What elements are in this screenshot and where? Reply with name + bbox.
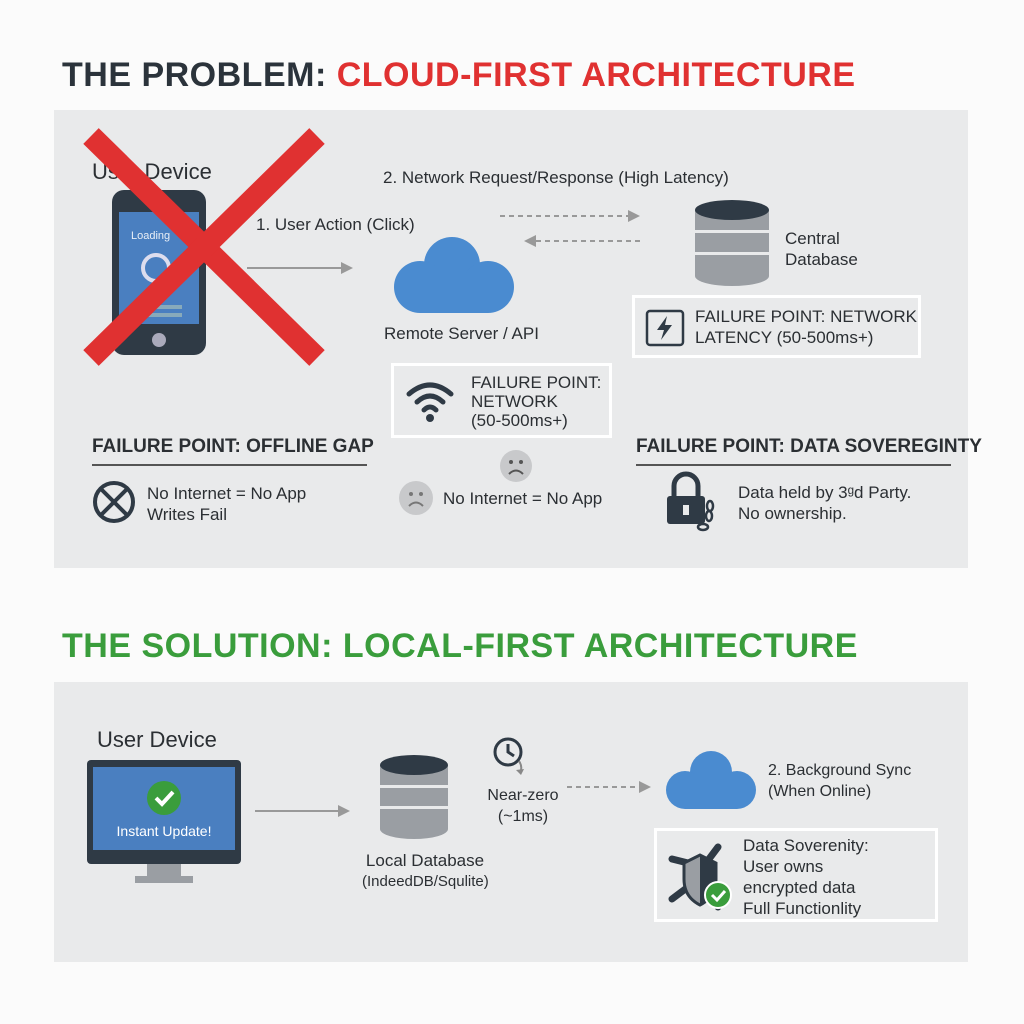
arrow-right-icon xyxy=(255,805,350,817)
database-icon xyxy=(380,755,448,839)
network-line: (50-500ms+) xyxy=(471,411,568,430)
sovereignty-line: No ownership. xyxy=(738,504,847,523)
instant-update-text: Instant Update! xyxy=(116,823,212,839)
dashed-arrows xyxy=(500,210,640,247)
sync-line: (When Online) xyxy=(768,783,872,800)
title-highlight: CLOUD-FIRST ARCHITECTURE xyxy=(336,56,856,94)
title-prefix: THE PROBLEM: xyxy=(62,56,337,94)
wifi-icon xyxy=(406,382,454,422)
sovereignty-line: Data Soverenity: xyxy=(743,836,869,855)
cloud-icon xyxy=(394,237,514,313)
network-line: NETWORK xyxy=(471,392,558,411)
shield-check-icon xyxy=(668,843,732,911)
sovereignty-text: Data held by 3ᵍd Party. No ownership. xyxy=(738,482,911,524)
sovereignty-box-text: Data Soverenity: User owns encrypted dat… xyxy=(743,835,869,919)
sovereignty-line: User owns xyxy=(743,857,824,876)
latency-line: (~1ms) xyxy=(497,808,549,825)
background-sync-label: 2. Background Sync (When Online) xyxy=(768,760,911,802)
dashed-arrow-icon xyxy=(567,781,651,793)
latency-line: LATENCY (50-500ms+) xyxy=(695,328,874,347)
sovereignty-line: Full Functionlity xyxy=(743,899,862,918)
problem-title: THE PROBLEM: CLOUD-FIRST ARCHITECTURE xyxy=(62,56,856,95)
circle-x-icon xyxy=(93,481,135,523)
lock-chain-icon xyxy=(667,471,715,532)
offline-gap-title: FAILURE POINT: OFFLINE GAP xyxy=(92,436,374,466)
local-db-label: Local Database (IndeedDB/Squlite) xyxy=(362,850,489,892)
latency-failure-text: FAILURE POINT: NETWORK LATENCY (50-500ms+… xyxy=(695,306,917,348)
local-db-line: (IndeedDB/Squlite) xyxy=(362,873,489,890)
lightning-icon xyxy=(645,309,685,347)
arrow-right-icon xyxy=(247,262,353,274)
phone-screen-text: Loading xyxy=(131,230,171,242)
clock-icon xyxy=(493,737,524,775)
sync-line: 2. Background Sync xyxy=(768,762,912,779)
monitor-icon xyxy=(87,760,241,883)
latency-failure-box xyxy=(632,295,921,358)
cloud-icon xyxy=(666,751,756,809)
offline-line: No Internet = No App xyxy=(147,484,307,503)
sovereignty-box xyxy=(654,828,938,922)
central-db-line: Database xyxy=(785,250,858,269)
solution-title: THE SOLUTION: LOCAL-FIRST ARCHITECTURE xyxy=(62,627,858,665)
user-device-label: User Device xyxy=(97,727,217,752)
latency-line: Near-zero xyxy=(487,787,559,804)
red-x-mark xyxy=(83,128,325,366)
sovereignty-line: encrypted data xyxy=(743,878,856,897)
database-icon xyxy=(695,200,769,286)
sovereignty-title: FAILURE POINT: DATA SOVEREGINTY xyxy=(636,436,982,466)
sad-face-icon xyxy=(399,481,433,515)
latency-label: Near-zero (~1ms) xyxy=(480,785,566,827)
offline-line: Writes Fail xyxy=(147,505,227,524)
step1-label: 1. User Action (Click) xyxy=(256,215,415,234)
local-db-line: Local Database xyxy=(365,851,485,870)
network-line: FAILURE POINT: xyxy=(471,373,602,392)
no-internet-text: No Internet = No App xyxy=(443,489,603,508)
network-failure-box xyxy=(391,363,612,438)
problem-panel xyxy=(54,110,968,568)
sad-face-icon xyxy=(500,450,532,482)
network-failure-text: FAILURE POINT:NETWORK(50-500ms+) xyxy=(471,373,601,430)
step2-label: 2. Network Request/Response (High Latenc… xyxy=(383,168,729,187)
remote-server-label: Remote Server / API xyxy=(384,324,539,343)
central-db-line: Central xyxy=(785,229,840,248)
latency-line: FAILURE POINT: NETWORK xyxy=(695,307,917,326)
sovereignty-line: Data held by 3ᵍd Party. xyxy=(738,483,912,502)
